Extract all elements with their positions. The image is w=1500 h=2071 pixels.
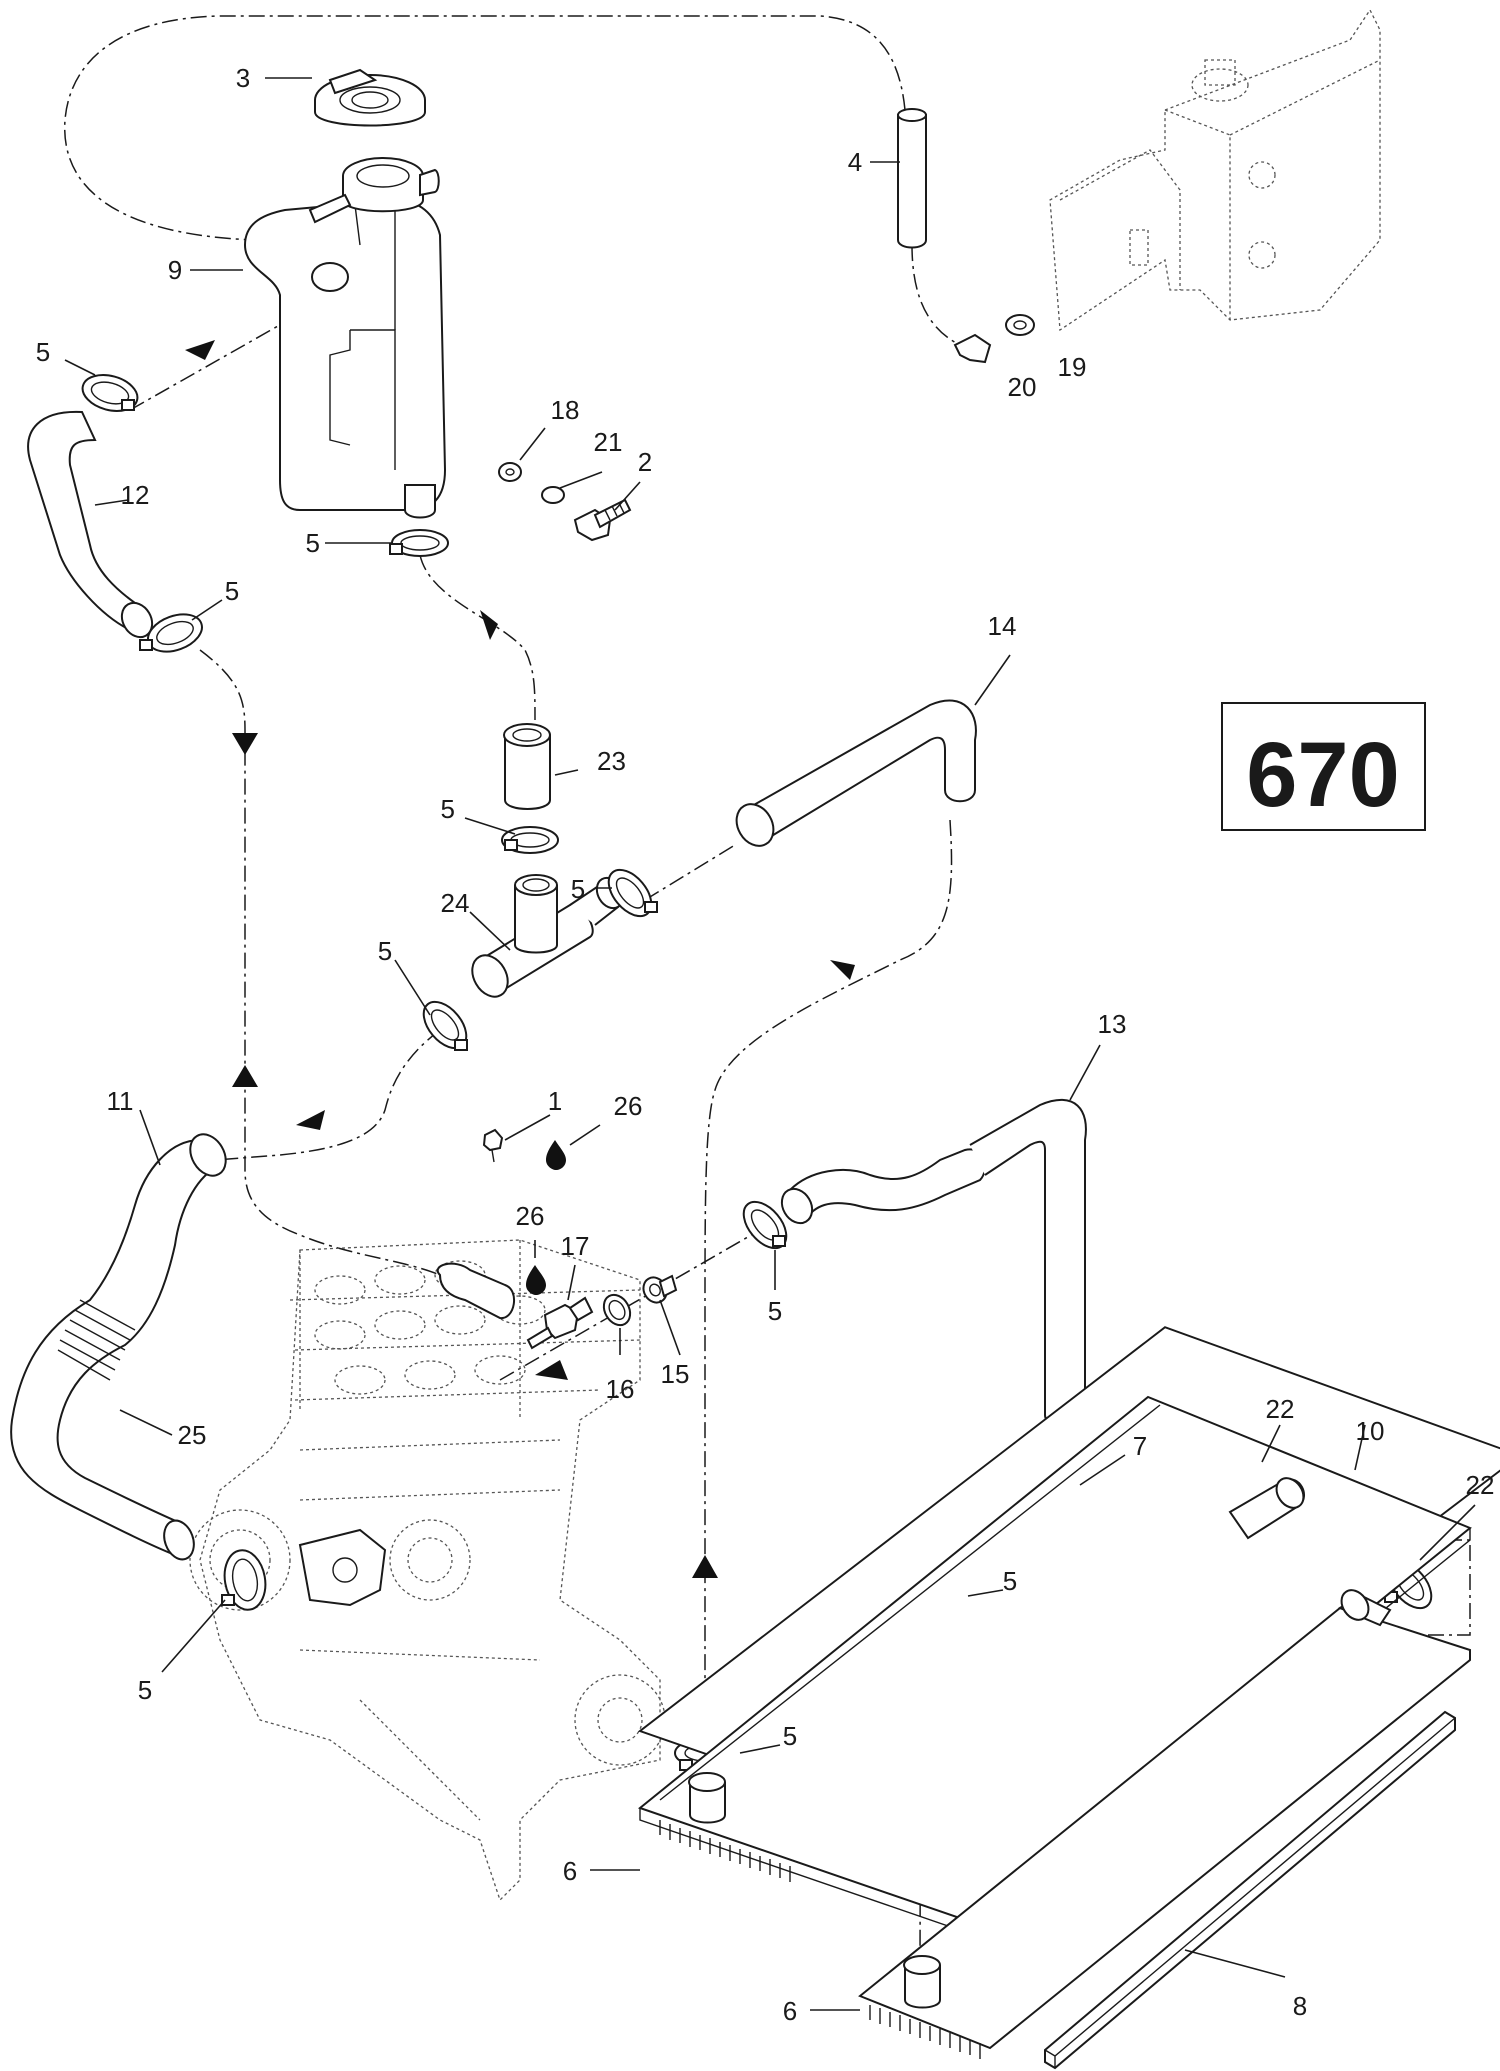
bleeder-screw-1 <box>482 1128 504 1163</box>
callout-22: 22 <box>1266 1394 1295 1424</box>
engine-block-outline <box>189 1239 666 1902</box>
callout-4: 4 <box>848 147 862 177</box>
radiator-6-lower <box>858 1589 1471 2059</box>
callout-20: 20 <box>1008 372 1037 402</box>
tee-fitting-24 <box>471 874 625 998</box>
callout-9: 9 <box>168 255 182 285</box>
callout-5: 5 <box>36 337 50 367</box>
bolt-2 <box>573 498 632 542</box>
protection-strip-8 <box>1044 1710 1456 2070</box>
callout-17: 17 <box>561 1231 590 1261</box>
callout-14: 14 <box>988 611 1017 641</box>
hose-14 <box>735 699 977 847</box>
callout-3: 3 <box>236 63 250 93</box>
callout-labels: 3 4 9 5 18 21 2 12 5 5 14 19 20 23 5 5 2… <box>36 63 1495 2026</box>
washer-18 <box>498 462 522 482</box>
callout-6: 6 <box>563 1856 577 1886</box>
callout-5: 5 <box>306 528 320 558</box>
hose-clamp-5 <box>501 826 559 854</box>
radiator-6-upper <box>637 1326 1500 1938</box>
callout-7: 7 <box>1133 1431 1147 1461</box>
hose-clamp-5 <box>422 1000 468 1051</box>
seal-16 <box>602 1293 632 1327</box>
hose-clamp-5 <box>389 529 449 557</box>
hose-clamp-5 <box>742 1200 788 1250</box>
callout-5: 5 <box>441 794 455 824</box>
model-code-box: 670 <box>1221 702 1426 831</box>
bellows-25 <box>57 1299 136 1381</box>
callout-16: 16 <box>606 1374 635 1404</box>
hose-13 <box>780 1099 1087 1428</box>
callout-18: 18 <box>551 395 580 425</box>
elbow-fitting-20 <box>953 333 992 364</box>
temp-sensor-17 <box>526 1296 594 1350</box>
hose-4 <box>897 108 927 249</box>
callout-2: 2 <box>638 447 652 477</box>
callout-5: 5 <box>768 1296 782 1326</box>
hose-clamp-5 <box>139 613 203 653</box>
thermostat-15 <box>642 1274 678 1304</box>
oil-tank-outline <box>1049 8 1381 332</box>
hose-clamp-5 <box>607 868 658 918</box>
callout-22: 22 <box>1466 1470 1495 1500</box>
callout-5: 5 <box>138 1675 152 1705</box>
callout-5: 5 <box>378 936 392 966</box>
callout-5: 5 <box>1003 1566 1017 1596</box>
callout-23: 23 <box>597 746 626 776</box>
callout-26: 26 <box>516 1201 545 1231</box>
hose-12 <box>27 410 154 639</box>
callout-26: 26 <box>614 1091 643 1121</box>
leader-lines <box>64 77 1476 2011</box>
callout-15: 15 <box>661 1359 690 1389</box>
callout-12: 12 <box>121 480 150 510</box>
hose-11 <box>10 1133 227 1561</box>
callout-5: 5 <box>783 1721 797 1751</box>
callout-1: 1 <box>548 1086 562 1116</box>
lock-washer-21 <box>541 486 565 504</box>
callout-6: 6 <box>783 1996 797 2026</box>
callout-11: 11 <box>107 1086 134 1116</box>
callout-24: 24 <box>441 888 470 918</box>
reservoir-cap <box>314 68 426 127</box>
callout-13: 13 <box>1098 1009 1127 1039</box>
callout-5: 5 <box>225 576 239 606</box>
grommet-19 <box>1005 314 1035 336</box>
callout-5: 5 <box>571 874 585 904</box>
model-code: 670 <box>1246 724 1400 826</box>
hose-clamp-5 <box>81 374 139 412</box>
hose-clamp-5 <box>221 1549 267 1611</box>
sleeve-23 <box>503 723 551 810</box>
callout-19: 19 <box>1058 352 1087 382</box>
thread-sealant-drop-icon <box>526 1140 566 1295</box>
callout-8: 8 <box>1293 1991 1307 2021</box>
coolant-reservoir <box>243 157 447 519</box>
callout-21: 21 <box>594 427 623 457</box>
callout-25: 25 <box>178 1420 207 1450</box>
callout-10: 10 <box>1356 1416 1385 1446</box>
